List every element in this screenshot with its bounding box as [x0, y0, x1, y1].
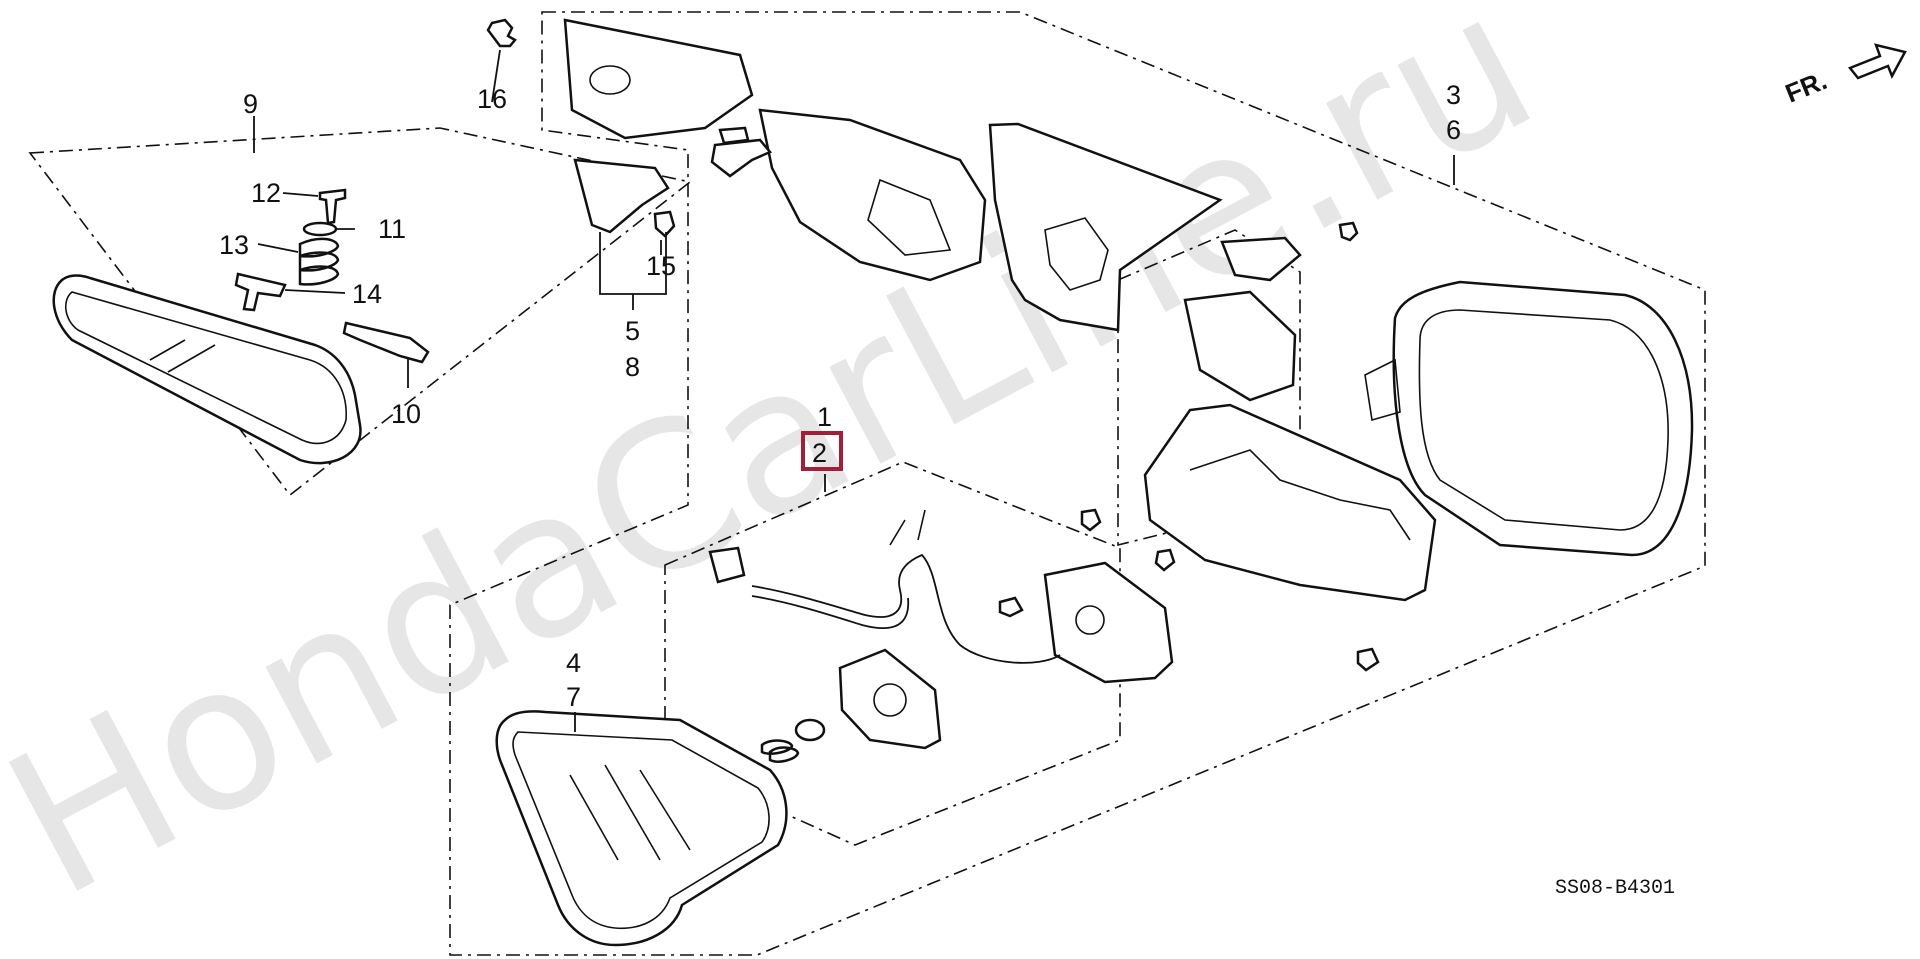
clip-cover	[1220, 236, 1302, 282]
motor-cover	[1183, 290, 1297, 402]
callout-4: 4	[566, 648, 581, 678]
mirror-mount-small-parts	[234, 188, 430, 364]
bracket-14	[234, 272, 287, 312]
bolt-16	[486, 18, 517, 48]
callout-14: 14	[352, 279, 382, 309]
screw-housing	[1338, 221, 1359, 242]
front-label: FR.	[1781, 65, 1831, 109]
inside-mirror	[52, 274, 362, 465]
screw-d	[998, 596, 1024, 618]
spring-13	[298, 237, 340, 286]
callout-2-highlight	[801, 431, 843, 471]
pivot-plate	[838, 648, 942, 750]
actuator-motor	[1043, 561, 1174, 684]
screw-12	[318, 188, 347, 225]
callout-16: 16	[477, 84, 507, 114]
seal-triangle	[988, 122, 1223, 332]
callout-3: 3	[1446, 80, 1461, 110]
grommet	[794, 718, 826, 742]
callout-12: 12	[251, 178, 281, 208]
callout-13: 13	[219, 230, 249, 260]
door-mirror-group-outline	[449, 11, 1706, 956]
callout-11: 11	[378, 214, 406, 244]
front-arrow-icon	[1847, 43, 1907, 80]
mirror-base-parts	[486, 18, 987, 282]
callout-7: 7	[566, 682, 581, 712]
spring	[760, 739, 800, 763]
mirror-glass	[495, 710, 788, 947]
callout-5: 5	[625, 316, 640, 346]
cover-5	[573, 158, 670, 234]
base-gasket	[563, 18, 754, 140]
small-clip	[718, 126, 750, 145]
screw-a	[1080, 508, 1102, 532]
callout-8: 8	[625, 352, 640, 382]
callout-15: 15	[646, 251, 676, 281]
callout-1: 1	[817, 402, 832, 432]
callout-9: 9	[243, 89, 258, 119]
leader-lines	[253, 49, 1455, 732]
callout-6: 6	[1446, 115, 1461, 145]
screw-b	[1154, 548, 1176, 572]
callout-2[interactable]: 2	[812, 438, 827, 468]
front-direction-indicator: FR.	[1781, 43, 1907, 109]
actuator-frame	[1080, 236, 1437, 672]
callout-labels: 9 12 11 13 14 10 16 15 5 8 3 6 1 2 4 7	[219, 80, 1461, 712]
washer-11	[302, 221, 338, 237]
mirror-base-frame	[758, 108, 987, 282]
clip-10	[342, 321, 430, 364]
screw-c	[1356, 647, 1380, 672]
callout-10: 10	[391, 399, 421, 429]
diagram-code: SS08-B4301	[1555, 877, 1675, 900]
clip-15	[653, 210, 676, 238]
trim-piece	[710, 138, 773, 178]
connector	[708, 546, 746, 584]
mirror-housing	[1338, 221, 1694, 557]
